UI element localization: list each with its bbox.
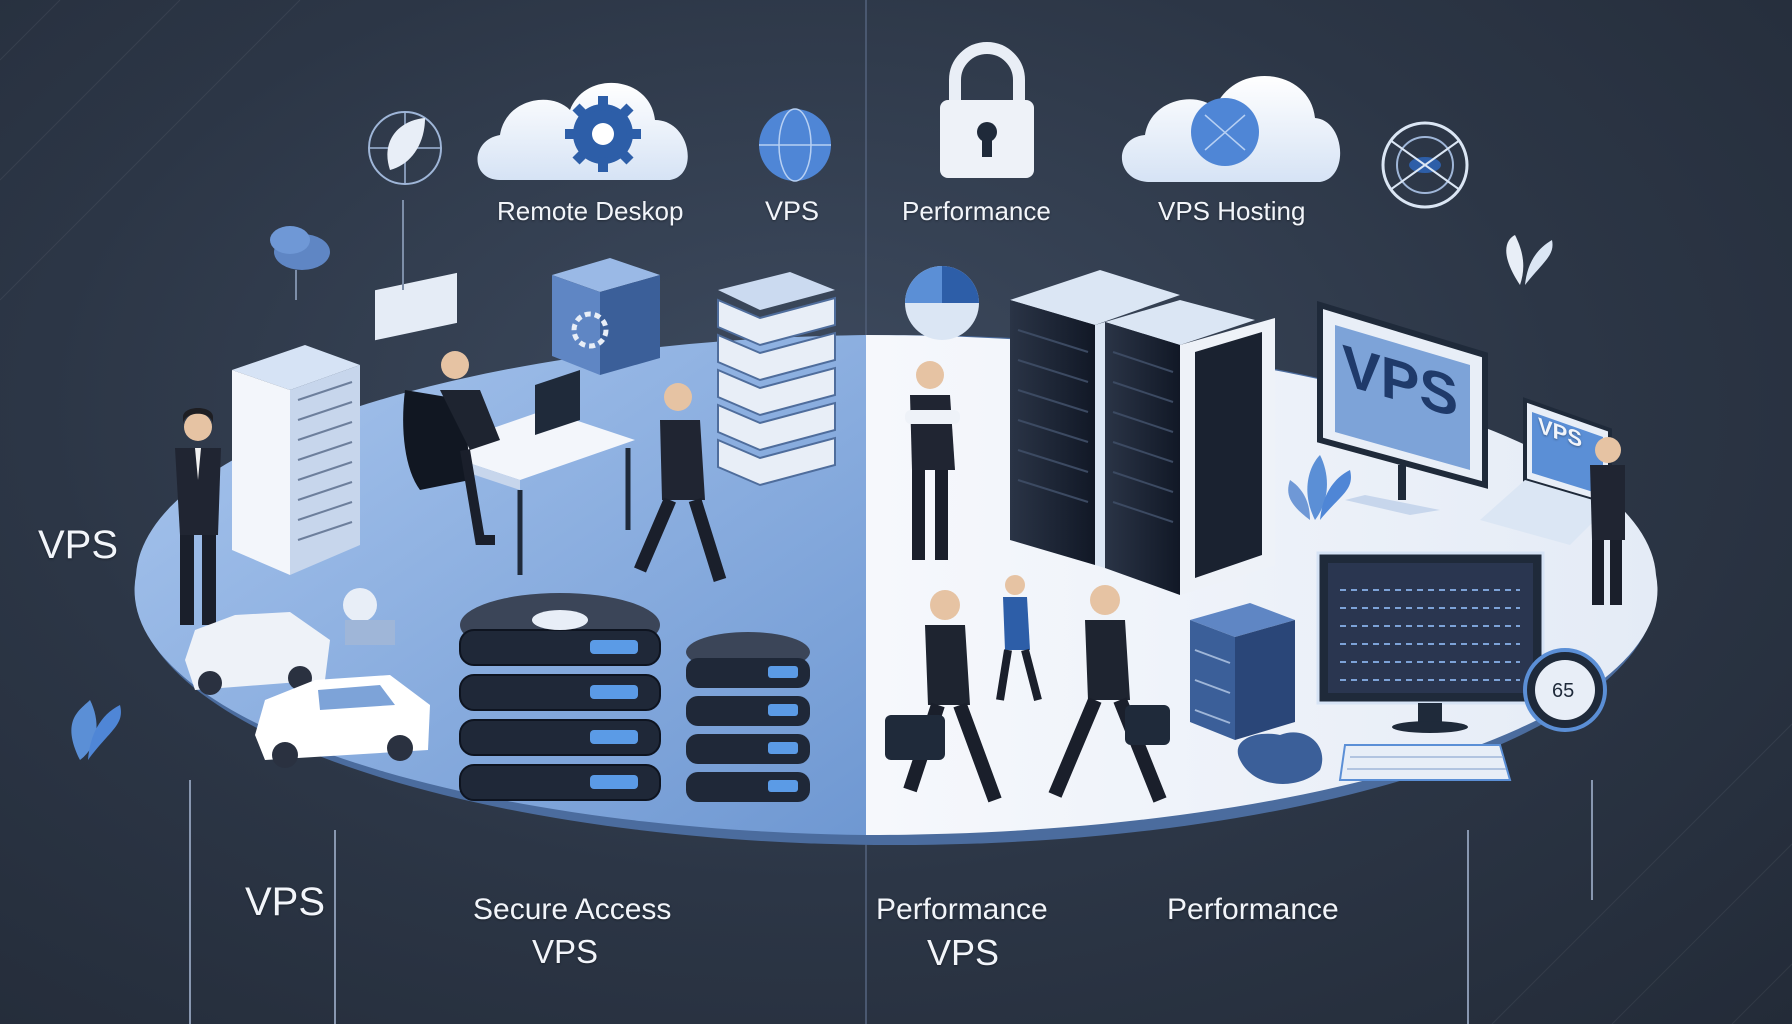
car-2 — [255, 675, 430, 768]
gauge-value-text: 65 — [1552, 680, 1575, 702]
server-stack-small — [686, 632, 810, 802]
drawer-rack-left — [717, 272, 836, 487]
dashboard-monitor — [1316, 551, 1545, 733]
car-1 — [185, 612, 330, 695]
small-robot — [343, 588, 395, 645]
label-performance-top: Performance — [902, 196, 1051, 226]
person-right-edge — [1590, 437, 1625, 605]
label-remote-desktop: Remote Deskop — [497, 196, 684, 226]
gauge-icon — [1523, 648, 1607, 732]
leaf-icon-left — [71, 700, 121, 760]
label-vps-bottom-left: VPS — [245, 880, 326, 924]
cloud-globe-icon — [1121, 75, 1341, 182]
label-performance-bottom-right: Performance — [1167, 893, 1339, 926]
desk-worker — [403, 351, 635, 575]
person-walking-2 — [1048, 585, 1170, 803]
person-standing-right — [905, 361, 960, 560]
globe-icon — [759, 108, 831, 182]
label-vps-under-secure: VPS — [532, 933, 599, 970]
keyboard — [1338, 744, 1512, 781]
cloud-gear-icon — [477, 82, 688, 180]
person-walking-left — [634, 383, 727, 582]
padlock-icon — [940, 42, 1034, 178]
label-vps-left: VPS — [38, 523, 119, 567]
leaf-icon-right — [1506, 235, 1553, 285]
server-rack-pair — [1010, 270, 1275, 595]
label-vps-top: VPS — [765, 196, 820, 226]
vps-monitor — [1317, 300, 1488, 515]
server-stack-large — [459, 593, 661, 801]
label-secure-access: Secure Access — [473, 893, 672, 926]
leaf-compass-icon — [368, 111, 442, 185]
blob-object — [1237, 732, 1323, 784]
person-walking-1 — [885, 590, 1002, 803]
pie-chart-icon — [905, 266, 979, 340]
person-small — [996, 575, 1042, 702]
gear-cube — [552, 258, 660, 375]
laptop-right — [1480, 397, 1612, 545]
label-vps-under-performance: VPS — [927, 932, 1000, 973]
person-standing-left — [175, 408, 221, 625]
plant-icon — [1288, 455, 1351, 520]
server-cube-right — [1190, 603, 1295, 740]
radar-icon — [1381, 121, 1469, 209]
label-performance-bottom-mid: Performance — [876, 893, 1048, 926]
server-tower-left — [232, 345, 360, 575]
label-vps-hosting: VPS Hosting — [1158, 196, 1306, 226]
